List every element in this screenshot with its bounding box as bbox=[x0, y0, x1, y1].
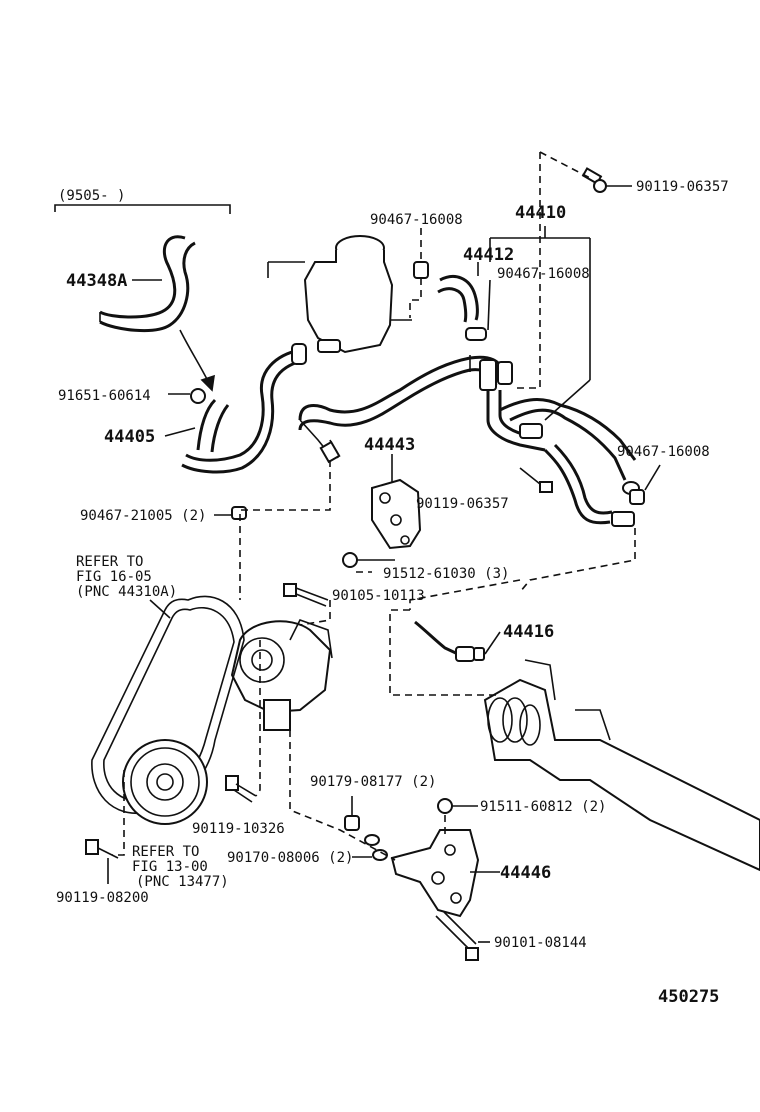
leader-44405 bbox=[164, 427, 196, 437]
clamp-90467-16008-b bbox=[465, 327, 487, 341]
clamp-90467-21005 bbox=[231, 506, 247, 520]
label-90101-08144: 90101-08144 bbox=[494, 935, 587, 951]
bracket-44446 bbox=[390, 829, 480, 918]
bolt-90119-10326 bbox=[225, 775, 257, 803]
crank-pulley bbox=[122, 739, 208, 825]
hose-44348a bbox=[99, 235, 196, 332]
bolt-90119-06357-mid bbox=[519, 467, 553, 493]
power-steering-pump bbox=[230, 619, 333, 731]
bolt-90105-10113 bbox=[283, 583, 329, 607]
label-90119-06357-mid: 90119-06357 bbox=[416, 496, 509, 512]
label-90467-16008-a: 90467-16008 bbox=[370, 212, 463, 228]
pulley-ref-line2: FIG 13-00 bbox=[132, 859, 208, 875]
range-bracket bbox=[54, 204, 231, 214]
dash-gear bbox=[389, 609, 500, 696]
bolt-90119-06357-top bbox=[581, 167, 607, 193]
install-arrow bbox=[179, 329, 211, 386]
label-90105-10113: 90105-10113 bbox=[332, 588, 425, 604]
label-91512-61030: 91512-61030 (3) bbox=[383, 566, 509, 582]
nut-90179-08177 bbox=[344, 815, 360, 831]
dash-44410 bbox=[512, 152, 541, 389]
dash-left bbox=[239, 460, 331, 600]
leader-90467-16008-b bbox=[487, 279, 491, 331]
reservoir bbox=[267, 235, 412, 354]
label-91511-60812: 91511-60812 (2) bbox=[480, 799, 606, 815]
belt-ref-line2: FIG 16-05 bbox=[76, 569, 152, 585]
clamp-90467-16008-a bbox=[413, 261, 429, 279]
hose-44412 bbox=[437, 275, 479, 323]
label-90119-08200: 90119-08200 bbox=[56, 890, 149, 906]
label-90119-10326: 90119-10326 bbox=[192, 821, 285, 837]
label-44410: 44410 bbox=[515, 203, 566, 223]
label-90119-06357-top: 90119-06357 bbox=[636, 179, 729, 195]
label-44446: 44446 bbox=[500, 863, 551, 883]
label-90467-16008-c: 90467-16008 bbox=[617, 444, 710, 460]
washer-90170-08006 bbox=[364, 834, 388, 861]
label-44443: 44443 bbox=[364, 435, 415, 455]
pulley-ref-line3: (PNC 13477) bbox=[136, 874, 229, 890]
bolt-marker-91511 bbox=[437, 798, 453, 814]
dash-reservoir bbox=[409, 278, 422, 318]
pulley-ref-line1: REFER TO bbox=[132, 844, 199, 860]
bracket-44443 bbox=[371, 478, 422, 550]
hose-44405 bbox=[181, 343, 307, 474]
dash-right bbox=[519, 528, 636, 593]
label-90467-21005: 90467-21005 (2) bbox=[80, 508, 206, 524]
bolt-90119-08200 bbox=[85, 839, 119, 859]
pipe-44416 bbox=[414, 620, 485, 662]
range-label: (9505- ) bbox=[58, 188, 125, 204]
hose-44410 bbox=[298, 355, 640, 527]
label-44405: 44405 bbox=[104, 427, 155, 447]
belt-ref-line3: (PNC 44310A) bbox=[76, 584, 177, 600]
arrow-head bbox=[200, 374, 215, 392]
clamp-90467-16008-c bbox=[629, 489, 645, 505]
label-90170-08006: 90170-08006 (2) bbox=[227, 850, 353, 866]
label-44348a: 44348A bbox=[66, 271, 127, 291]
bolt-marker-91651 bbox=[190, 388, 206, 404]
label-44412: 44412 bbox=[463, 245, 514, 265]
figure-number: 450275 bbox=[658, 987, 719, 1007]
steering-gear bbox=[483, 659, 760, 872]
label-90179-08177: 90179-08177 (2) bbox=[310, 774, 436, 790]
bolt-marker-91512 bbox=[342, 552, 358, 568]
bolt-90101-08144 bbox=[435, 911, 479, 961]
belt-ref-line1: REFER TO bbox=[76, 554, 143, 570]
label-44416: 44416 bbox=[503, 622, 554, 642]
label-90467-16008-b: 90467-16008 bbox=[497, 266, 590, 282]
label-91651-60614: 91651-60614 bbox=[58, 388, 151, 404]
